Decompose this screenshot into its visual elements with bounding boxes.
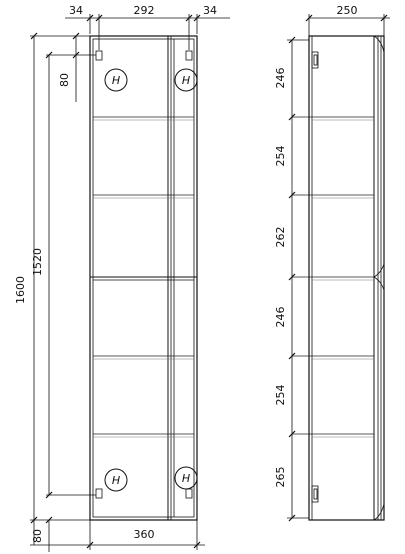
cabinet-outline — [89, 35, 198, 521]
base-dimension: 80 — [31, 516, 53, 552]
side-view: 250 — [274, 4, 390, 522]
front-shelves — [93, 116, 194, 438]
svg-text:H: H — [182, 472, 190, 485]
hinge-symbol-bottom-right: H — [174, 466, 198, 490]
dim-section-2: 254 — [274, 146, 287, 167]
dim-depth: 250 — [337, 4, 358, 17]
side-hinge-bottom — [311, 485, 319, 503]
side-hinge-top — [311, 51, 319, 69]
hinge-symbol-top-left: H — [104, 68, 128, 92]
hinge-plate-top-right — [185, 50, 193, 61]
dim-total-height: 1600 — [14, 276, 27, 304]
hinge-plate-bottom-left — [95, 488, 103, 499]
svg-text:H: H — [112, 474, 120, 487]
hinge-plate-top-left — [95, 50, 103, 61]
hinge-symbol-bottom-left: H — [104, 468, 128, 492]
dim-section-3: 262 — [274, 227, 287, 248]
side-shelves — [292, 116, 374, 438]
dim-total-width: 360 — [134, 528, 155, 541]
hinge-plate-bottom-right — [185, 488, 193, 499]
total-height-dimension: 1600 — [14, 32, 38, 545]
svg-text:H: H — [112, 74, 120, 87]
dim-inner-width: 292 — [134, 4, 155, 17]
side-outline — [308, 35, 385, 521]
cabinet-inner-outline — [92, 38, 195, 518]
inner-height-dimension: 1520 — [31, 51, 53, 499]
dim-base: 80 — [31, 529, 44, 543]
section-dimensions: 246 254 262 246 254 265 — [274, 36, 309, 522]
dim-section-4: 246 — [274, 307, 287, 328]
top-dimensions: 34 292 34 — [65, 4, 230, 50]
dim-inner-height: 1520 — [31, 248, 44, 276]
front-view: H H H H 34 292 34 — [14, 4, 230, 552]
depth-dimension: 250 — [305, 4, 390, 36]
hinge-symbol-top-right: H — [174, 68, 198, 92]
dim-hinge-offset: 80 — [58, 73, 71, 87]
dim-right-margin: 34 — [203, 4, 217, 17]
bottom-width-dimension: 360 — [86, 520, 205, 550]
dim-section-1: 246 — [274, 68, 287, 89]
dim-section-5: 254 — [274, 385, 287, 406]
svg-text:H: H — [182, 74, 190, 87]
dim-section-6: 265 — [274, 467, 287, 488]
dim-left-margin: 34 — [69, 4, 83, 17]
